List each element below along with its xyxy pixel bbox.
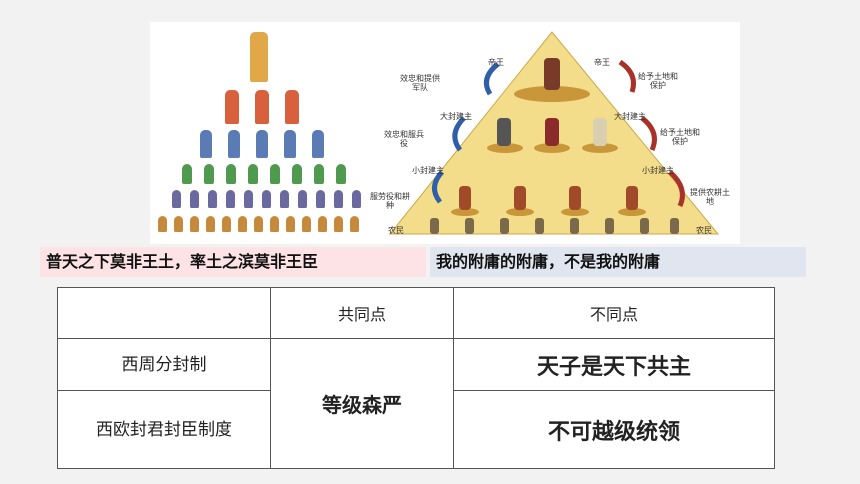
commoner-figure bbox=[262, 190, 271, 208]
label-grant-land-1: 给予土地和保护 bbox=[638, 72, 678, 90]
table-row: 西欧封君封臣制度 不可越级统领 bbox=[57, 390, 775, 469]
official-figure bbox=[256, 130, 268, 158]
header-common: 共同点 bbox=[270, 287, 454, 339]
commoner-figure bbox=[172, 190, 181, 208]
label-big-lord-right: 大封建主 bbox=[614, 112, 646, 121]
difference-western-zhou: 天子是天下共主 bbox=[453, 338, 775, 391]
europe-quote-banner: 我的附庸的附庸，不是我的附庸 bbox=[430, 247, 806, 277]
label-provide-land: 提供农耕土地 bbox=[690, 188, 730, 206]
commoner-figure bbox=[316, 190, 325, 208]
slave-figure bbox=[158, 216, 167, 232]
label-labor-tribute: 服劳役和耕种 bbox=[370, 192, 410, 210]
commoner-figure bbox=[280, 190, 289, 208]
row-label-western-europe: 西欧封君封臣制度 bbox=[57, 390, 271, 469]
illustration: 帝王 帝王 效忠和提供军队 大封建主 给予土地和保护 大封建主 效忠和服兵役 给… bbox=[150, 22, 740, 244]
slave-figure bbox=[270, 216, 279, 232]
soldier-figure bbox=[248, 164, 258, 184]
label-small-lord-right: 小封建主 bbox=[642, 166, 674, 175]
difference-western-europe: 不可越级统领 bbox=[453, 390, 775, 469]
noble-figure bbox=[255, 90, 269, 124]
soldier-figure bbox=[182, 164, 192, 184]
slave-figure bbox=[286, 216, 295, 232]
soldier-figure bbox=[204, 164, 214, 184]
commoner-figure bbox=[334, 190, 343, 208]
label-loyalty-army: 效忠和提供军队 bbox=[400, 74, 440, 92]
commoner-figure bbox=[244, 190, 253, 208]
zhou-quote-banner: 普天之下莫非王土，率土之滨莫非王臣 bbox=[40, 247, 426, 277]
slave-figure bbox=[302, 216, 311, 232]
row-label-western-zhou: 西周分封制 bbox=[57, 338, 271, 391]
header-difference: 不同点 bbox=[453, 287, 775, 339]
comparison-table: 共同点 不同点 西周分封制 等级森严 天子是天下共主 西欧封君封臣制度 不可越级… bbox=[57, 287, 775, 469]
label-king-right: 帝王 bbox=[594, 58, 610, 67]
feudal-pyramid: 帝王 帝王 效忠和提供军队 大封建主 给予土地和保护 大封建主 效忠和服兵役 给… bbox=[370, 22, 740, 244]
soldier-figure bbox=[314, 164, 324, 184]
official-figure bbox=[200, 130, 212, 158]
slave-figure bbox=[350, 216, 359, 232]
table-header-row: 共同点 不同点 bbox=[57, 287, 775, 339]
slave-figure bbox=[334, 216, 343, 232]
official-figure bbox=[312, 130, 324, 158]
label-farmer-left: 农民 bbox=[388, 226, 404, 235]
commoner-figure bbox=[190, 190, 199, 208]
slave-figure bbox=[238, 216, 247, 232]
zhou-hierarchy-figures bbox=[150, 22, 375, 244]
soldier-figure bbox=[226, 164, 236, 184]
slave-figure bbox=[174, 216, 183, 232]
table-row: 西周分封制 等级森严 天子是天下共主 bbox=[57, 338, 775, 469]
common-point-cell: 等级森严 bbox=[270, 338, 454, 469]
label-grant-land-2: 给予土地和保护 bbox=[660, 128, 700, 146]
label-loyalty-service: 效忠和服兵役 bbox=[384, 130, 424, 148]
official-figure bbox=[228, 130, 240, 158]
label-small-lord-left: 小封建主 bbox=[412, 166, 444, 175]
official-figure bbox=[284, 130, 296, 158]
commoner-figure bbox=[352, 190, 361, 208]
commoner-figure bbox=[226, 190, 235, 208]
soldier-figure bbox=[270, 164, 280, 184]
slave-figure bbox=[254, 216, 263, 232]
king-figure bbox=[250, 32, 268, 82]
label-big-lord-left: 大封建主 bbox=[440, 112, 472, 121]
slave-figure bbox=[190, 216, 199, 232]
commoner-figure bbox=[298, 190, 307, 208]
slave-figure bbox=[206, 216, 215, 232]
soldier-figure bbox=[292, 164, 302, 184]
header-blank-cell bbox=[57, 287, 271, 339]
commoner-figure bbox=[208, 190, 217, 208]
label-king-left: 帝王 bbox=[488, 58, 504, 67]
label-farmer-right: 农民 bbox=[696, 226, 712, 235]
noble-figure bbox=[225, 90, 239, 124]
noble-figure bbox=[285, 90, 299, 124]
slave-figure bbox=[222, 216, 231, 232]
pyramid-graphic bbox=[388, 31, 720, 235]
slave-figure bbox=[318, 216, 327, 232]
soldier-figure bbox=[336, 164, 346, 184]
